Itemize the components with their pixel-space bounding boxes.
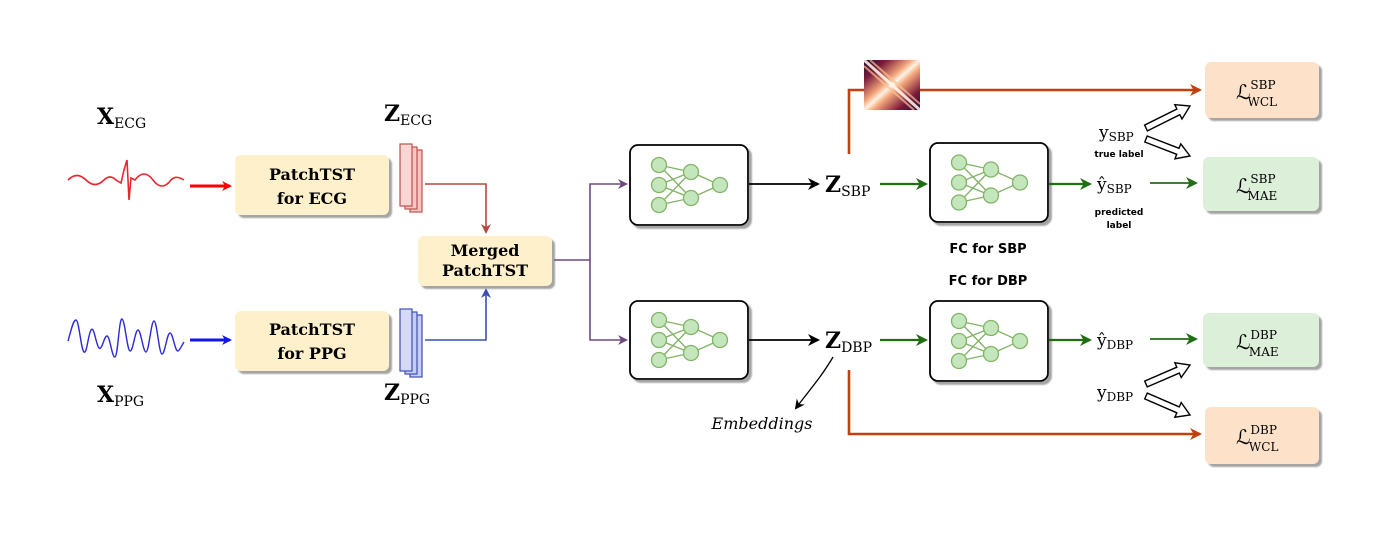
network-node (950, 154, 968, 171)
network-box (629, 144, 749, 226)
ecg-token-stack-icon (399, 143, 423, 213)
z-ppg-label: ZPPG (384, 380, 430, 408)
patchtst-ppg-line1: PatchTST (269, 320, 355, 339)
embeddings-arrow (794, 356, 834, 410)
ppg-token-stack-icon (399, 308, 423, 378)
network-node (950, 174, 968, 191)
patchtst-ppg-line2: for PPG (277, 344, 346, 363)
true-label-hollow-arrows-icon (1143, 103, 1192, 419)
network-node (650, 311, 668, 329)
ppg-waveform-icon (67, 318, 185, 358)
network-node (1011, 174, 1029, 191)
y-hat-sbp-label: ŷSBP (1096, 175, 1132, 196)
network-node (711, 331, 729, 349)
hollow-arrow-sbp-to-mae (1143, 135, 1192, 160)
network-node (950, 312, 968, 330)
patchtst-ecg-line2: for ECG (277, 189, 347, 208)
network-box (629, 300, 749, 380)
z-dbp-to-wcl-dbp-arrow (847, 370, 1202, 440)
similarity-matrix-heatmap-icon (863, 58, 921, 112)
y-hat-dbp-label: ŷDBP (1096, 331, 1133, 352)
network-node (682, 318, 700, 336)
network-node (982, 187, 1000, 204)
merged-to-dbp-head-arrow (589, 260, 628, 345)
z-ecg-label: ZECG (384, 101, 432, 129)
network-node (650, 331, 668, 349)
ecg-waveform-icon (67, 159, 185, 201)
network-node (650, 351, 668, 369)
fc-dbp-network-icon (929, 300, 1049, 382)
y-sbp-label: ySBP (1098, 123, 1134, 144)
hollow-arrow-sbp-to-wcl (1143, 103, 1192, 132)
hollow-arrow-dbp-to-wcl (1143, 392, 1192, 419)
merged-line2: PatchTST (442, 261, 528, 280)
true-label-caption: true label (1094, 150, 1143, 160)
network-node (650, 156, 668, 174)
ecg-to-merged-arrow (425, 183, 491, 234)
predicted-label-caption-line1: predicted (1095, 208, 1144, 218)
z-sbp-to-similarity-line (847, 88, 864, 154)
network-node (650, 176, 668, 194)
network-node (1011, 332, 1029, 350)
network-node (982, 161, 1000, 178)
network-node (982, 345, 1000, 363)
hollow-arrow-dbp-to-mae (1143, 361, 1192, 388)
network-box (929, 142, 1049, 223)
fc-dbp-label: FC for DBP (949, 274, 1028, 289)
z-sbp-label: ZSBP (825, 172, 870, 200)
x-ecg-label: XECG (97, 104, 146, 132)
merged-to-sbp-head-arrow (554, 179, 628, 261)
fc-sbp-label: FC for SBP (949, 242, 1026, 257)
fc-sbp-network-icon (929, 142, 1049, 223)
x-ppg-label: XPPG (97, 382, 144, 410)
merged-patchtst-box: Merged PatchTST (418, 236, 552, 286)
network-node (982, 319, 1000, 337)
network-node (711, 176, 729, 194)
network-node (950, 332, 968, 350)
network-node (682, 189, 700, 207)
network-node (650, 196, 668, 214)
network-node (950, 194, 968, 211)
network-node (682, 344, 700, 362)
patchtst-ppg-box: PatchTST for PPG (235, 311, 389, 371)
network-box (929, 300, 1049, 382)
dbp-projection-network-icon (629, 300, 749, 380)
z-dbp-label: ZDBP (825, 328, 872, 356)
patchtst-ecg-box: PatchTST for ECG (235, 155, 389, 215)
ppg-to-merged-arrow (425, 288, 491, 341)
sbp-projection-network-icon (629, 144, 749, 226)
embeddings-label: Embeddings (711, 414, 813, 433)
network-node (682, 163, 700, 181)
network-node (950, 352, 968, 370)
y-dbp-label: yDBP (1096, 383, 1133, 404)
patchtst-ecg-line1: PatchTST (269, 165, 355, 184)
predicted-label-caption-line2: label (1107, 221, 1132, 231)
merged-line1: Merged (451, 241, 520, 260)
